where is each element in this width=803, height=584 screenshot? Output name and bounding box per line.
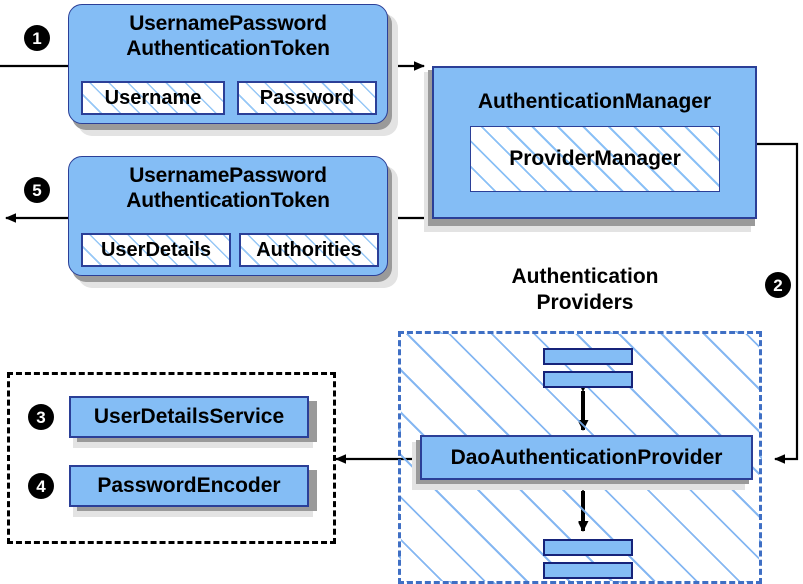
providers-caption: Authentication Providers (511, 265, 659, 314)
response-token-title: UsernamePassword AuthenticationToken (126, 164, 330, 212)
marker-5: 5 (24, 177, 50, 203)
marker-2: 2 (765, 272, 791, 298)
provider-placeholder-bottom-bar-2 (543, 562, 633, 579)
auth-manager-title: AuthenticationManager (477, 90, 712, 113)
marker-3: 3 (28, 404, 54, 430)
provider-placeholder-top-bar-1 (543, 348, 633, 365)
dao-authentication-provider-box[interactable]: DaoAuthenticationProvider (420, 435, 753, 480)
provider-placeholder-bottom-bar-1 (543, 539, 633, 556)
request-token-title: UsernamePassword AuthenticationToken (126, 12, 330, 60)
provider-placeholder-top-bar-2 (543, 371, 633, 388)
authorities-field[interactable]: Authorities (239, 233, 379, 267)
marker-1: 1 (24, 25, 50, 51)
username-field[interactable]: Username (81, 81, 225, 115)
user-details-service-box[interactable]: UserDetailsService (69, 396, 309, 438)
request-token-box[interactable]: UsernamePassword AuthenticationToken Use… (68, 4, 388, 124)
marker-4: 4 (28, 473, 54, 499)
password-field[interactable]: Password (237, 81, 377, 115)
response-token-box[interactable]: UsernamePassword AuthenticationToken Use… (68, 156, 388, 276)
auth-manager-box[interactable]: AuthenticationManager ProviderManager (432, 66, 757, 219)
provider-dependencies-region (7, 372, 336, 544)
password-encoder-box[interactable]: PasswordEncoder (69, 465, 309, 507)
provider-manager-box[interactable]: ProviderManager (470, 126, 720, 192)
user-details-field[interactable]: UserDetails (81, 233, 231, 267)
